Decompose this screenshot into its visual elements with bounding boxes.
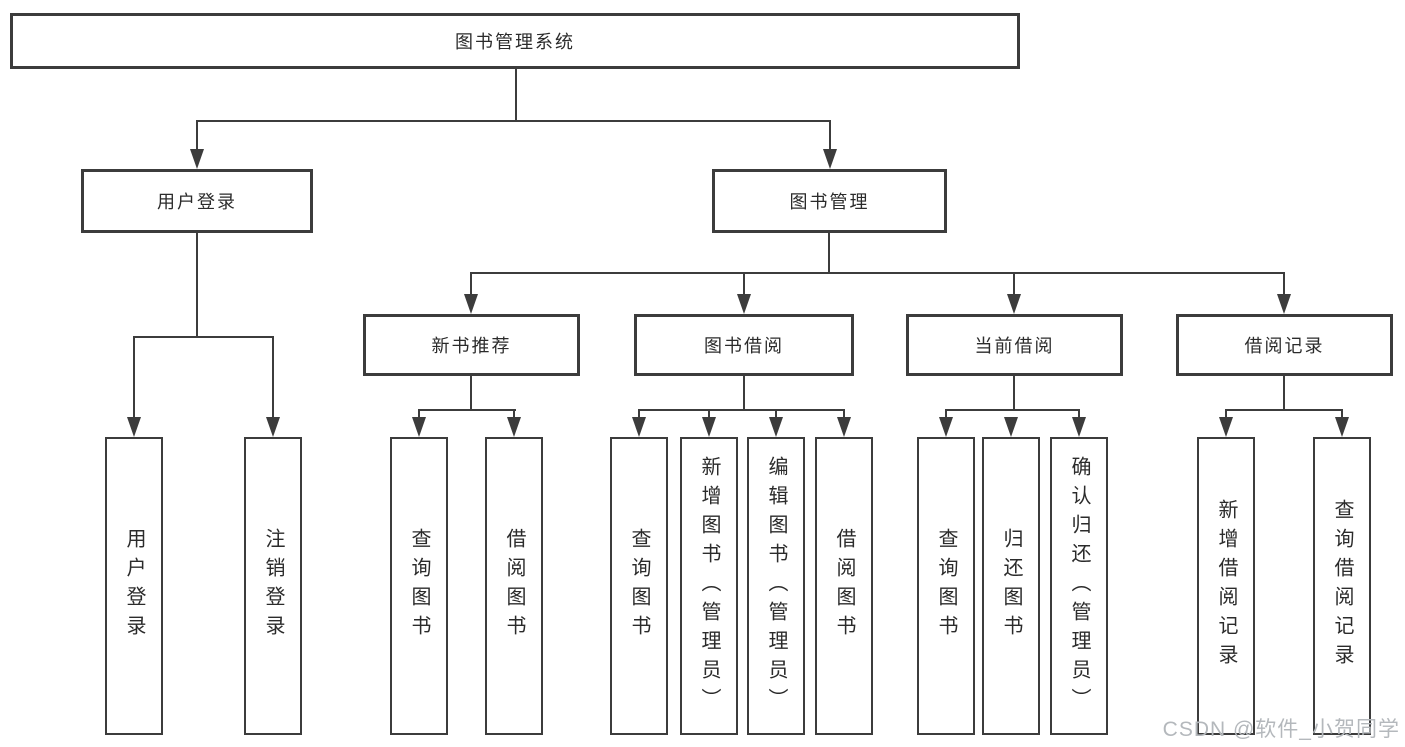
connector-line [1225,409,1227,420]
connector-line [775,409,777,420]
connector-line [1225,409,1343,411]
arrow-down-icon [1335,417,1349,437]
leaf-return-books: 归还图书 [982,437,1040,735]
leaf-query-borrow-record: 查询借阅记录 [1313,437,1371,735]
connector-line [638,409,845,411]
arrow-down-icon [1277,294,1291,314]
connector-line [133,336,135,420]
leaf-user-login: 用户登录 [105,437,163,735]
connector-line [515,69,517,121]
arrow-down-icon [266,417,280,437]
leaf-query-books: 查询图书 [390,437,448,735]
connector-line [470,272,472,297]
connector-line [470,376,472,409]
arrow-down-icon [1004,417,1018,437]
arrow-down-icon [769,417,783,437]
arrow-down-icon [737,294,751,314]
node-user-login: 用户登录 [81,169,313,233]
arrow-down-icon [127,417,141,437]
connector-line [843,409,845,420]
arrow-down-icon [507,417,521,437]
node-book-borrow: 图书借阅 [634,314,854,376]
leaf-query-books: 查询图书 [917,437,975,735]
connector-line [828,233,830,272]
connector-line [1013,272,1015,297]
connector-line [638,409,640,420]
leaf-borrow-books: 借阅图书 [485,437,543,735]
node-root: 图书管理系统 [10,13,1020,69]
leaf-logout: 注销登录 [244,437,302,735]
connector-line [133,336,274,338]
connector-line [418,409,420,420]
connector-line [470,272,1285,274]
connector-line [1341,409,1343,420]
arrow-down-icon [939,417,953,437]
connector-line [743,376,745,409]
connector-line [1013,376,1015,409]
connector-line [945,409,947,420]
node-borrow-records: 借阅记录 [1176,314,1393,376]
connector-line [272,336,274,420]
arrow-down-icon [464,294,478,314]
arrow-down-icon [1072,417,1086,437]
leaf-edit-books-admin: 编辑图书（管理员） [747,437,805,735]
leaf-add-books-admin: 新增图书（管理员） [680,437,738,735]
arrow-down-icon [1219,417,1233,437]
connector-line [708,409,710,420]
connector-line [196,120,198,152]
node-book-management: 图书管理 [712,169,947,233]
csdn-watermark: CSDN @软件_小贺同学 [1162,718,1400,741]
leaf-borrow-books: 借阅图书 [815,437,873,735]
leaf-query-books: 查询图书 [610,437,668,735]
connector-line [1283,272,1285,297]
arrow-down-icon [837,417,851,437]
connector-line [743,272,745,297]
leaf-confirm-return-admin: 确认归还（管理员） [1050,437,1108,735]
connector-line [513,409,515,420]
connector-line [1283,376,1285,409]
arrow-down-icon [190,149,204,169]
arrow-down-icon [702,417,716,437]
arrow-down-icon [823,149,837,169]
node-new-book-recommend: 新书推荐 [363,314,580,376]
connector-line [196,233,198,336]
connector-line [196,120,831,122]
connector-line [829,120,831,152]
connector-line [1078,409,1080,420]
arrow-down-icon [412,417,426,437]
node-current-borrow: 当前借阅 [906,314,1123,376]
arrow-down-icon [632,417,646,437]
connector-line [945,409,1080,411]
arrow-down-icon [1007,294,1021,314]
connector-line [418,409,516,411]
leaf-add-borrow-record: 新增借阅记录 [1197,437,1255,735]
